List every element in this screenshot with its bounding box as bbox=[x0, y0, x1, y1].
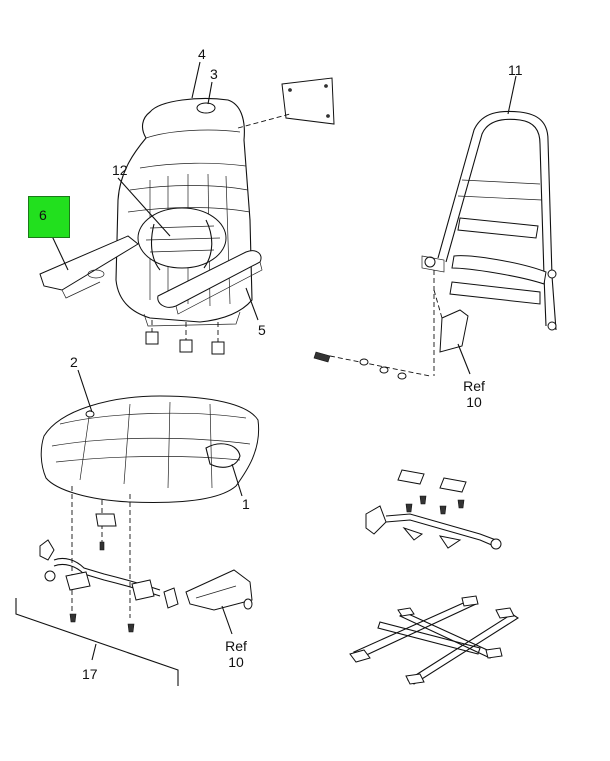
seat-bracket-illustration bbox=[185, 569, 253, 635]
ref-text-bottom: Ref bbox=[225, 638, 247, 654]
callout-5: 5 bbox=[258, 322, 266, 338]
callout-11: 11 bbox=[508, 62, 523, 78]
callout-12: 12 bbox=[112, 162, 128, 178]
seat-frame-illustration bbox=[313, 110, 557, 380]
highlighted-callout-6[interactable]: 6 bbox=[28, 196, 70, 238]
leader-lines bbox=[51, 61, 517, 497]
callout-17: 17 bbox=[82, 666, 98, 682]
callout-3: 3 bbox=[210, 66, 218, 82]
callout-6: 6 bbox=[39, 207, 47, 223]
ref-number-bottom: 10 bbox=[228, 654, 244, 670]
latch-illustration bbox=[365, 469, 502, 550]
callout-2: 2 bbox=[70, 354, 78, 370]
seat-rails-illustration bbox=[349, 595, 520, 685]
seat-cushion-illustration bbox=[40, 395, 260, 503]
callout-4: 4 bbox=[198, 46, 206, 62]
ref-label-bottom: Ref 10 bbox=[224, 638, 248, 670]
cushion-mount-illustration bbox=[15, 486, 179, 686]
ref-text-right: Ref bbox=[463, 378, 485, 394]
seat-back-illustration bbox=[39, 77, 335, 355]
ref-label-right: Ref 10 bbox=[462, 378, 486, 410]
callout-1: 1 bbox=[242, 496, 250, 512]
ref-number-right: 10 bbox=[466, 394, 482, 410]
